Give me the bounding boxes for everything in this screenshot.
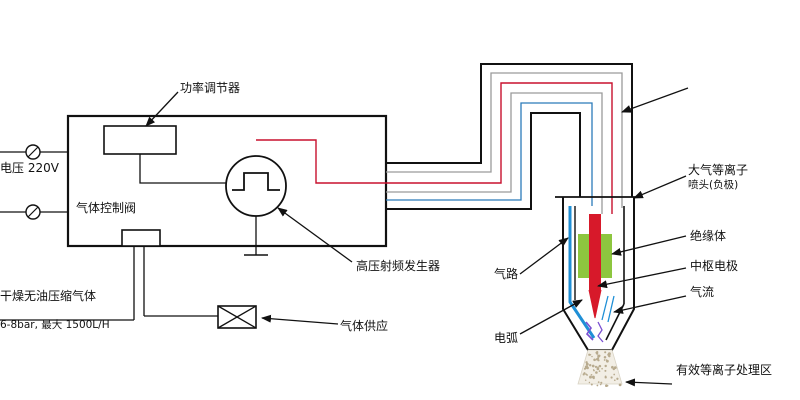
hv-rf-generator-symbol	[225, 155, 287, 256]
label-gas-supply: 气体供应	[340, 318, 388, 333]
gas-supply-valve-symbol	[217, 305, 257, 329]
spray-dot	[608, 354, 611, 358]
spray-dot	[611, 365, 614, 369]
spray-dot	[596, 384, 599, 387]
spray-dot	[603, 359, 606, 361]
gas-valve-connector	[121, 229, 161, 247]
spray-dot	[613, 379, 616, 382]
spray-dot	[585, 362, 589, 366]
spray-dot	[610, 376, 613, 379]
label-hv-rf-generator: 高压射频发生器	[356, 258, 440, 273]
spray-dot	[604, 375, 607, 378]
spray-dot	[600, 381, 603, 384]
spray-dot	[603, 356, 607, 359]
label-gas-path: 气路	[494, 266, 518, 281]
label-center-electrode: 中枢电极	[690, 258, 738, 273]
spray-dot	[605, 384, 608, 388]
spray-dot	[597, 381, 600, 383]
arc-discharge	[585, 321, 594, 341]
spray-dot	[586, 374, 588, 376]
spray-dot	[595, 358, 599, 361]
spray-dot	[591, 375, 595, 379]
spray-dot	[604, 364, 607, 368]
spray-dot	[584, 365, 588, 369]
spray-dot	[590, 373, 593, 376]
label-voltage: 电压 220V	[0, 161, 60, 175]
generator-red-wire	[256, 139, 386, 184]
spray-dot	[599, 383, 602, 386]
spray-dot	[596, 367, 600, 371]
spray-dot	[598, 364, 602, 368]
label-dry-air-line1: 干燥无油压缩气体	[0, 288, 96, 303]
leader-arrows	[145, 87, 689, 387]
spray-dot	[598, 354, 601, 357]
label-gas-flow: 气流	[690, 284, 714, 299]
cable-bundle	[386, 63, 633, 214]
spray-dot	[604, 351, 607, 354]
spray-dot	[594, 365, 598, 369]
spray-dot	[613, 373, 616, 376]
spray-dot	[585, 361, 588, 364]
spray-dot	[591, 355, 593, 358]
label-dry-air-line2: 6-8bar, 最大 1500L/H	[0, 318, 110, 331]
spray-dot	[584, 379, 587, 381]
spray-dot	[590, 383, 593, 386]
spray-dot	[597, 366, 599, 369]
spray-dot	[593, 358, 596, 362]
label-effective-zone: 有效等离子处理区	[676, 362, 772, 377]
spray-dot	[598, 370, 601, 372]
spray-dot	[613, 366, 617, 370]
voltage-terminals	[0, 144, 68, 220]
spray-dot	[583, 372, 586, 375]
spray-dot	[596, 352, 599, 355]
spray-dot	[596, 351, 599, 354]
plasma-spray-dots	[582, 351, 622, 388]
spray-dot	[588, 363, 592, 367]
spray-dot	[618, 383, 622, 387]
spray-dot	[589, 353, 592, 356]
label-gas-control-valve: 气体控制阀	[76, 200, 136, 215]
spray-dot	[589, 375, 592, 379]
spray-dot	[601, 367, 603, 370]
spray-dot	[604, 369, 607, 372]
spray-dot	[595, 371, 598, 374]
control-box	[66, 114, 388, 248]
label-power-regulator: 功率调节器	[180, 80, 240, 95]
label-plasma-nozzle-line1: 大气等离子	[688, 162, 748, 177]
spray-dot	[606, 384, 609, 387]
spray-dot	[616, 377, 619, 380]
label-electric-arc: 电弧	[494, 331, 518, 345]
label-insulator: 绝缘体	[690, 228, 726, 243]
label-plasma-nozzle-line2: 喷头(负极)	[688, 178, 738, 191]
spray-dot	[588, 381, 591, 384]
gas-path-line	[568, 206, 596, 339]
plasma-nozzle	[555, 196, 642, 385]
regulator-to-generator-wire	[139, 154, 230, 184]
spray-dot	[606, 359, 609, 363]
spray-dot	[592, 369, 595, 371]
spray-dot	[591, 364, 595, 368]
center-electrode-rod	[589, 214, 601, 290]
power-regulator-box	[103, 125, 177, 155]
